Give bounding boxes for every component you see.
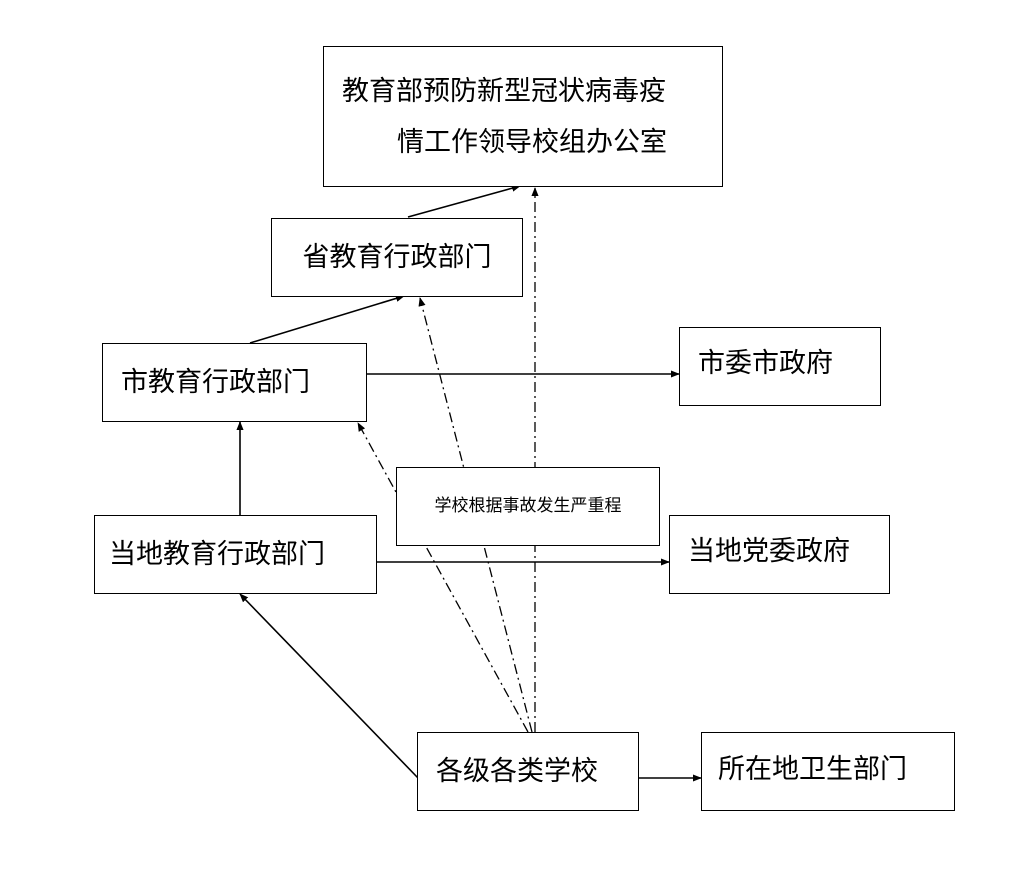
- node-ministry-office-line1: 教育部预防新型冠状病毒疫: [342, 75, 666, 107]
- node-province-edu-label: 省教育行政部门: [302, 242, 492, 273]
- node-city-gov: 市委市政府: [679, 327, 881, 406]
- edge-city-to-province: [249, 294, 405, 344]
- edge-province-to-ministry: [407, 184, 521, 218]
- node-severity-note: 学校根据事故发生严重程: [396, 467, 660, 546]
- node-severity-note-label: 学校根据事故发生严重程: [434, 496, 622, 516]
- node-schools: 各级各类学校: [417, 732, 639, 811]
- node-ministry-office: 教育部预防新型冠状病毒疫 情工作领导校组办公室: [323, 46, 723, 187]
- node-province-edu: 省教育行政部门: [271, 218, 523, 297]
- node-local-health-label: 所在地卫生部门: [718, 754, 907, 785]
- node-local-gov-label: 当地党委政府: [688, 536, 850, 567]
- node-ministry-office-line2: 情工作领导校组办公室: [397, 126, 667, 158]
- node-city-gov-label: 市委市政府: [698, 348, 833, 379]
- node-local-edu: 当地教育行政部门: [94, 515, 377, 594]
- node-schools-label: 各级各类学校: [436, 756, 598, 787]
- node-local-gov: 当地党委政府: [669, 515, 890, 594]
- node-local-health: 所在地卫生部门: [701, 732, 955, 811]
- node-city-edu: 市教育行政部门: [102, 343, 367, 422]
- node-local-edu-label: 当地教育行政部门: [109, 539, 325, 570]
- node-city-edu-label: 市教育行政部门: [121, 367, 310, 398]
- edge-schools-to-local-edu: [239, 593, 419, 779]
